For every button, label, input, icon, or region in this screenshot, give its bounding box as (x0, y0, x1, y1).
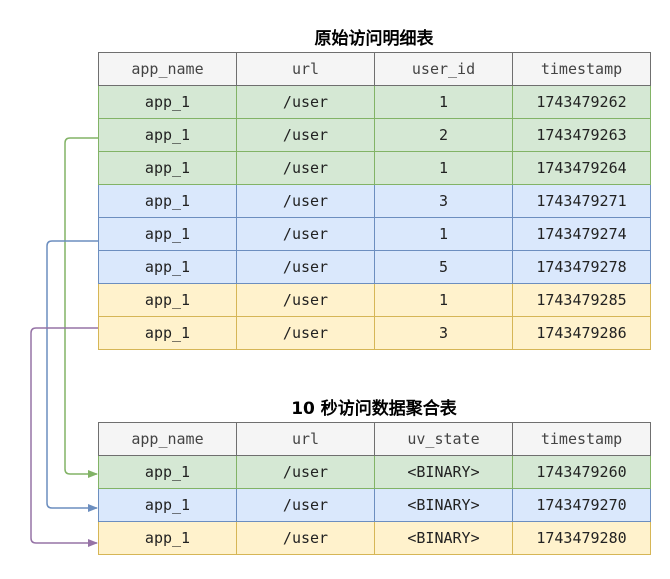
table-cell: 1743479271 (512, 184, 651, 218)
table-cell: app_1 (98, 455, 237, 489)
raw-table-title: 原始访问明细表 (314, 29, 434, 49)
table-cell: 1743479280 (512, 521, 651, 555)
table-cell: /user (236, 283, 375, 317)
table-cell: /user (236, 250, 375, 284)
column-header: url (236, 52, 375, 86)
table-cell: 1 (374, 217, 513, 251)
table-cell: /user (236, 316, 375, 350)
green-group-arrow (64, 137, 98, 478)
table-cell: 1743479274 (512, 217, 651, 251)
table-cell: app_1 (98, 521, 237, 555)
table-cell: /user (236, 488, 375, 522)
table-cell: app_1 (98, 283, 237, 317)
table-cell: 1743479262 (512, 85, 651, 119)
table-cell: 1743479278 (512, 250, 651, 284)
column-header: uv_state (374, 422, 513, 456)
table-cell: 1743479286 (512, 316, 651, 350)
table-cell: 2 (374, 118, 513, 152)
table-cell: 1 (374, 283, 513, 317)
table-cell: app_1 (98, 184, 237, 218)
table-cell: app_1 (98, 151, 237, 185)
table-cell: 1743479285 (512, 283, 651, 317)
agg-table-title: 10 秒访问数据聚合表 (291, 399, 457, 419)
table-cell: 3 (374, 316, 513, 350)
table-cell: app_1 (98, 118, 237, 152)
table-cell: app_1 (98, 488, 237, 522)
table-cell: /user (236, 217, 375, 251)
table-cell: 1743479270 (512, 488, 651, 522)
table-cell: 1 (374, 85, 513, 119)
table-row: app_1/user<BINARY>1743479280 (98, 521, 651, 555)
column-header: timestamp (512, 52, 651, 86)
column-header: user_id (374, 52, 513, 86)
column-header: timestamp (512, 422, 651, 456)
table-row: app_1/user<BINARY>1743479270 (98, 488, 651, 522)
table-cell: 3 (374, 184, 513, 218)
table-cell: app_1 (98, 316, 237, 350)
table-cell: app_1 (98, 85, 237, 119)
table-cell: 1743479263 (512, 118, 651, 152)
table-cell: 5 (374, 250, 513, 284)
table-cell: app_1 (98, 217, 237, 251)
table-cell: /user (236, 118, 375, 152)
table-cell: <BINARY> (374, 488, 513, 522)
table-cell: /user (236, 521, 375, 555)
table-cell: 1 (374, 151, 513, 185)
column-header: app_name (98, 422, 237, 456)
table-cell: 1743479264 (512, 151, 651, 185)
table-cell: <BINARY> (374, 455, 513, 489)
table-cell: <BINARY> (374, 521, 513, 555)
yellow-group-arrow (30, 327, 98, 547)
blue-group-arrow (46, 240, 98, 512)
column-header: url (236, 422, 375, 456)
